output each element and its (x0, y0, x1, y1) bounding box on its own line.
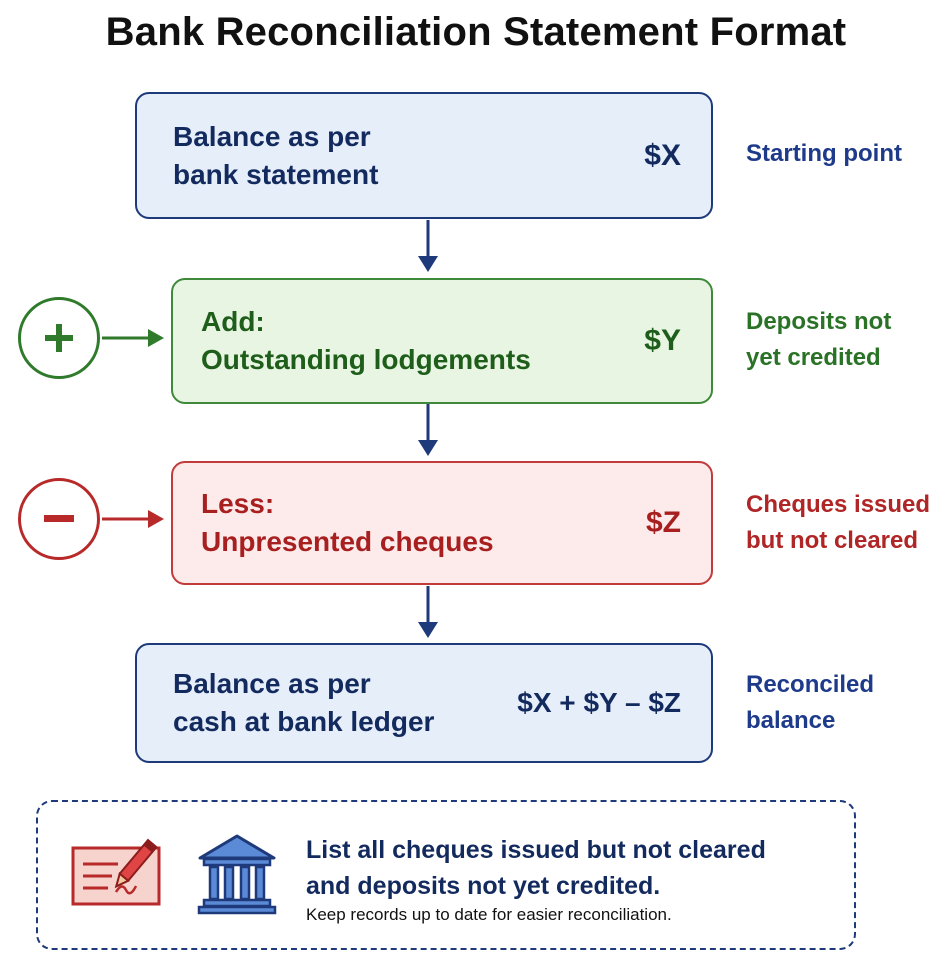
tip-line: and deposits not yet credited. (306, 872, 661, 900)
step-bank-statement-note: Starting point (746, 136, 902, 172)
note-line: balance (746, 707, 836, 734)
minus-icon (44, 515, 74, 522)
step-less-cheques-note: Cheques issued but not cleared (746, 487, 930, 559)
step-add-lodgements-label: Add: Outstanding lodgements (201, 303, 531, 379)
step-add-lodgements-note: Deposits not yet credited (746, 304, 891, 376)
label-line: Less: (201, 488, 275, 519)
note-line: Deposits not (746, 308, 892, 335)
step-bank-statement-label: Balance as per bank statement (173, 118, 378, 194)
label-line: Outstanding lodgements (201, 344, 531, 375)
label-line: Balance as per (173, 120, 371, 152)
step-less-cheques-amount: $Z (645, 506, 681, 539)
note-line: but not cleared (746, 527, 919, 554)
page-title: Bank Reconciliation Statement Format (105, 10, 847, 54)
down-arrow-1 (418, 220, 438, 272)
step-add-lodgements-box: Add: Outstanding lodgements $Y (171, 278, 713, 404)
note-line: Reconciled (746, 671, 875, 698)
right-arrow-minus (102, 510, 164, 528)
down-arrow-2 (418, 404, 438, 456)
plus-sign-circle (18, 297, 100, 379)
step-bank-statement-amount: $X (644, 138, 681, 172)
label-line: Balance as per (173, 668, 371, 699)
tip-sub-text: Keep records up to date for easier recon… (306, 905, 672, 924)
note-line: Cheques issued (746, 491, 931, 518)
label-line: bank statement (173, 158, 379, 190)
step-cash-ledger-label: Balance as per cash at bank ledger (173, 665, 434, 741)
step-cash-ledger-note: Reconciled balance (746, 667, 874, 739)
step-less-cheques-label: Less: Unpresented cheques (201, 485, 494, 561)
tip-box: List all cheques issued but not cleared … (36, 800, 856, 950)
label-line: Add: (201, 306, 265, 337)
step-bank-statement-box: Balance as per bank statement $X (135, 92, 713, 219)
tip-main-text: List all cheques issued but not cleared … (306, 832, 766, 904)
plus-icon (45, 324, 73, 352)
note-line: Starting point (746, 140, 902, 167)
note-line: yet credited (746, 344, 881, 371)
step-cash-ledger-box: Balance as per cash at bank ledger $X + … (135, 643, 713, 763)
tip-line: List all cheques issued but not cleared (306, 836, 766, 864)
right-arrow-plus (102, 329, 164, 347)
minus-sign-circle (18, 478, 100, 560)
step-less-cheques-box: Less: Unpresented cheques $Z (171, 461, 713, 585)
cheque-pen-icon (71, 838, 161, 906)
step-add-lodgements-amount: $Y (644, 324, 681, 357)
bank-building-icon (197, 834, 277, 915)
label-line: cash at bank ledger (173, 706, 435, 737)
label-line: Unpresented cheques (201, 526, 494, 557)
step-cash-ledger-amount: $X + $Y – $Z (517, 687, 681, 718)
down-arrow-3 (418, 586, 438, 638)
